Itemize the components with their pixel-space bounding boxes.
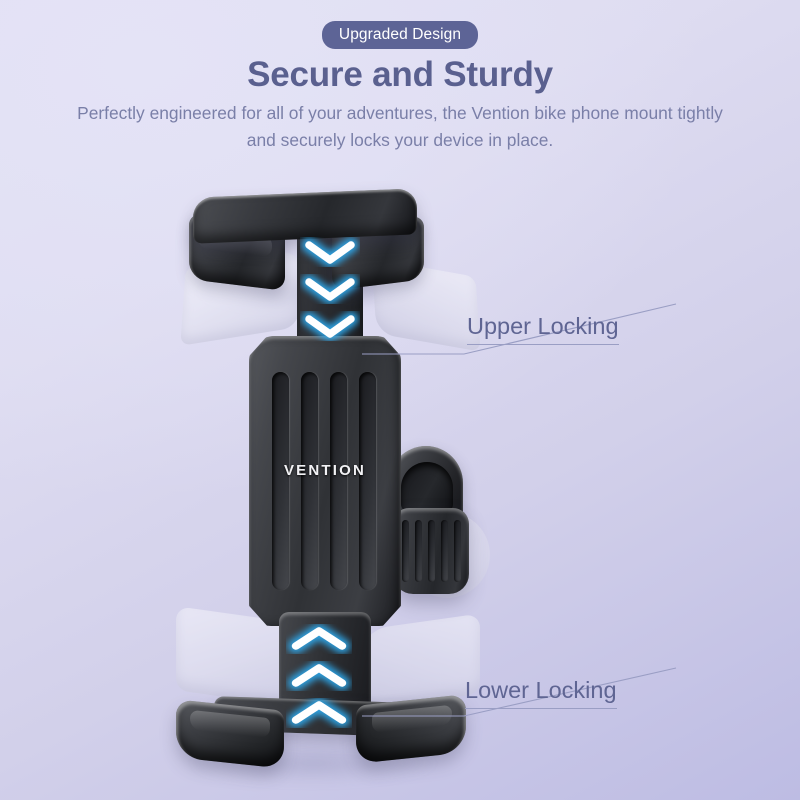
collar-rib bbox=[415, 520, 422, 582]
page-title: Secure and Sturdy bbox=[247, 55, 553, 94]
upgraded-design-badge: Upgraded Design bbox=[321, 21, 479, 50]
callout-underline bbox=[467, 344, 619, 345]
callout-lower-locking: Lower Locking bbox=[465, 677, 617, 709]
lower-cradle-right bbox=[356, 694, 466, 764]
ball-joint-socket bbox=[401, 462, 453, 512]
callout-upper-locking-label: Upper Locking bbox=[467, 313, 619, 339]
chevron-up-icon bbox=[286, 624, 352, 654]
collar-rib bbox=[454, 520, 461, 582]
collar-rib bbox=[428, 520, 435, 582]
body-groove bbox=[359, 372, 376, 590]
lower-locking-chevrons bbox=[286, 624, 352, 728]
collar-rib bbox=[441, 520, 448, 582]
callout-lower-locking-label: Lower Locking bbox=[465, 677, 617, 703]
chevron-up-icon bbox=[286, 661, 352, 691]
body-groove bbox=[330, 372, 347, 590]
chevron-down-icon bbox=[300, 274, 360, 304]
body-groove bbox=[272, 372, 289, 590]
ghost-lower-cradle-right bbox=[360, 613, 480, 711]
upper-clamp-bar bbox=[193, 188, 417, 244]
body-groove bbox=[301, 372, 318, 590]
chevron-down-icon bbox=[300, 311, 360, 341]
upper-locking-chevrons bbox=[300, 237, 360, 341]
callout-underline bbox=[465, 708, 617, 709]
page-subtitle: Perfectly engineered for all of your adv… bbox=[77, 103, 723, 150]
vention-logo: VENTION bbox=[283, 462, 367, 479]
callout-upper-locking: Upper Locking bbox=[467, 313, 619, 345]
badge-container: Upgraded Design bbox=[0, 21, 800, 50]
chevron-down-icon bbox=[300, 237, 360, 267]
chevron-up-icon bbox=[286, 698, 352, 728]
collar-rib bbox=[402, 520, 409, 582]
